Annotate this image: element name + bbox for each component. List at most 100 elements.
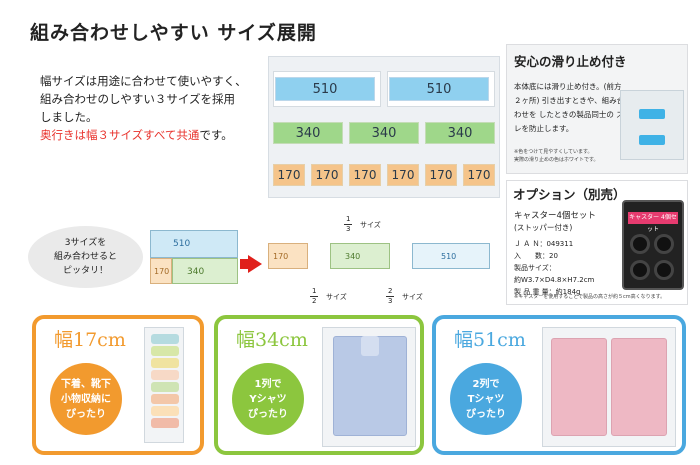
caster-pack-label: キャスター 4個セット xyxy=(628,212,678,233)
box-510: 510 xyxy=(412,243,490,269)
badge-line: ぴったり xyxy=(466,408,506,420)
caster-wheel xyxy=(654,260,674,280)
bubble-line: ピッタリ！ xyxy=(62,266,108,276)
box-label: 170 xyxy=(154,267,170,276)
size-text: サイズ xyxy=(360,221,381,229)
drawer-photo xyxy=(322,327,416,447)
nonslip-pad xyxy=(639,109,665,119)
cloth xyxy=(151,370,179,380)
badge-line: Yシャツ xyxy=(249,393,287,405)
box-label: 170 xyxy=(273,252,289,261)
drawer-photo xyxy=(144,327,184,443)
box-label: 340 xyxy=(345,252,361,261)
badge-line: ぴったり xyxy=(66,408,106,420)
fraction-denominator: 2 xyxy=(312,297,317,305)
stack-box-510: 510 xyxy=(150,230,238,258)
fraction-denominator: 3 xyxy=(346,225,351,233)
box-340: 340 xyxy=(330,243,390,269)
size-label-170: 170 xyxy=(425,164,457,186)
card-17cm: 幅17cm 下着、靴下 小物収納に ぴったり xyxy=(32,315,204,455)
combine-bubble: 3サイズを 組み合わせると ピッタリ！ xyxy=(28,226,143,288)
card-51cm: 幅51cm 2列で Tシャツ ぴったり xyxy=(432,315,686,455)
size-label-170: 170 xyxy=(273,164,305,186)
option-weight: 製 品 重 量：約184g xyxy=(514,288,581,296)
fraction-denominator: 3 xyxy=(388,297,393,305)
stack-box-170: 170 xyxy=(150,258,172,284)
card-badge: 1列で Yシャツ ぴったり xyxy=(232,363,304,435)
intro-tail: です。 xyxy=(199,128,233,142)
arrow-icon xyxy=(248,255,262,273)
tshirt xyxy=(611,338,667,436)
card-title: 幅17cm xyxy=(54,329,126,351)
shirt-collar xyxy=(361,336,379,356)
size-label-170: 170 xyxy=(387,164,419,186)
nonslip-note: ※色をつけて見やすくしています。 実際の滑り止めの色はホワイトです。 xyxy=(514,148,624,164)
box-label: 340 xyxy=(187,267,205,277)
card-title: 幅34cm xyxy=(236,329,308,351)
option-qty: 入 数：20 xyxy=(514,252,558,260)
option-sub: (ストッパー付き) xyxy=(514,223,573,232)
card-title: 幅51cm xyxy=(454,329,526,351)
bubble-line: 3サイズを xyxy=(64,238,107,248)
intro-text: 幅サイズは用途に合わせて使いやすく、 組み合わせのしやすい３サイズを採用 しまし… xyxy=(40,72,280,144)
badge-line: Tシャツ xyxy=(467,393,505,405)
size-label-340: 340 xyxy=(349,122,419,144)
intro-line: 幅サイズは用途に合わせて使いやすく、 xyxy=(40,74,247,88)
box-label: 510 xyxy=(173,239,191,249)
option-name: キャスター4個セット xyxy=(514,211,596,221)
intro-red-text: 奥行きは幅３サイズすべて共通 xyxy=(40,128,200,142)
note-line: 実際の滑り止めの色はホワイトです。 xyxy=(514,157,599,163)
caster-wheel xyxy=(630,234,650,254)
size-text: サイズ xyxy=(326,293,347,301)
size-label-340: 340 xyxy=(425,122,495,144)
badge-line: 1列で xyxy=(254,378,282,390)
caster-package xyxy=(622,200,684,290)
nonslip-pad xyxy=(639,135,665,145)
cloth xyxy=(151,406,179,416)
cloth xyxy=(151,334,179,344)
stack-box-340: 340 xyxy=(172,258,238,284)
cloth xyxy=(151,394,179,404)
fraction-numerator: 1 xyxy=(310,287,319,297)
fraction-numerator: 1 xyxy=(344,215,353,225)
box-170: 170 xyxy=(268,243,308,269)
card-badge: 下着、靴下 小物収納に ぴったり xyxy=(50,363,122,435)
option-title: オプション（別売） xyxy=(513,187,626,202)
nonslip-photo xyxy=(620,90,684,160)
option-size-label: 製品サイズ： xyxy=(514,264,556,272)
fraction-numerator: 2 xyxy=(386,287,395,297)
arrow-icon xyxy=(240,259,249,269)
cloth xyxy=(151,418,179,428)
bubble-line: 組み合わせると xyxy=(53,252,117,262)
size-label-170: 170 xyxy=(311,164,343,186)
size-label-340: 340 xyxy=(273,122,343,144)
cloth xyxy=(151,382,179,392)
caster-wheel xyxy=(654,234,674,254)
option-note: ※キャスターを使用することで製品の高さが約５cm高くなります。 xyxy=(514,294,666,300)
nonslip-title: 安心の滑り止め付き xyxy=(514,54,627,69)
card-badge: 2列で Tシャツ ぴったり xyxy=(450,363,522,435)
size-label-510: 510 xyxy=(275,77,375,101)
option-size: 約W3.7×D4.8×H7.2cm xyxy=(514,276,595,284)
cloth xyxy=(151,346,179,356)
nonslip-text: 本体底には滑り止め付き。(前方２ヶ所) 引き出すときや、組み合わせを したときの… xyxy=(514,82,625,133)
page-title: 組み合わせしやすい サイズ展開 xyxy=(30,22,317,44)
size-label-170: 170 xyxy=(463,164,495,186)
caster-wheel xyxy=(630,260,650,280)
badge-line: ぴったり xyxy=(248,408,288,420)
size-label-510: 510 xyxy=(389,77,489,101)
note-line: ※色をつけて見やすくしています。 xyxy=(514,149,593,155)
size-text: サイズ xyxy=(402,293,423,301)
card-34cm: 幅34cm 1列で Yシャツ ぴったり xyxy=(214,315,424,455)
drawer-photo xyxy=(542,327,676,447)
shelf-photo: 510 510 340 340 340 170 170 170 170 170 … xyxy=(268,56,500,198)
box-label: 510 xyxy=(441,252,457,261)
option-details: キャスター4個セット (ストッパー付き) Ｊ Ａ Ｎ：049311 入 数：20… xyxy=(514,210,634,298)
intro-line: しました。 xyxy=(40,110,98,124)
tshirt xyxy=(551,338,607,436)
badge-line: 2列で xyxy=(472,378,500,390)
intro-line: 組み合わせのしやすい３サイズを採用 xyxy=(40,92,236,106)
